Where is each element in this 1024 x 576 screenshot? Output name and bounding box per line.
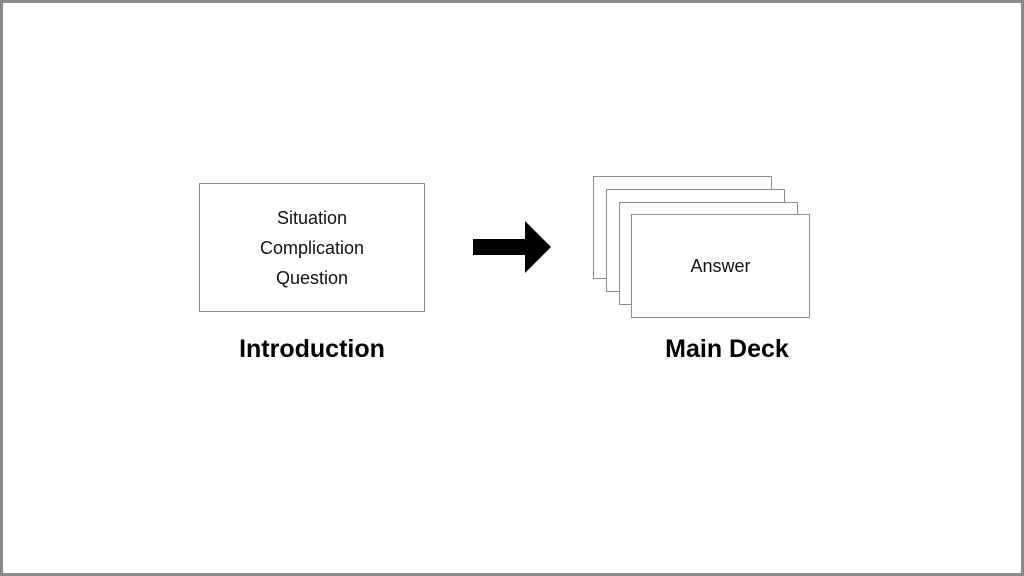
deck-card-front: Answer [631,214,810,318]
situation-text: Situation [276,207,348,228]
question-text: Question [275,267,349,288]
answer-text: Answer [690,255,751,276]
right-arrow-icon [473,221,551,273]
main-deck-label: Main Deck [665,335,789,363]
introduction-box: Situation Complication Question [199,183,425,312]
complication-text: Complication [259,237,365,258]
introduction-label: Introduction [239,335,385,363]
